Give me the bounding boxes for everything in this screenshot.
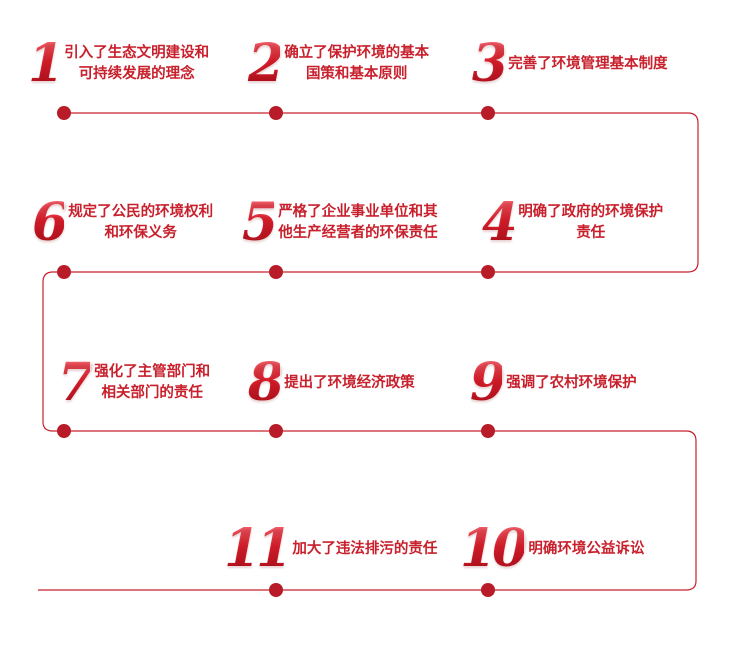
step-1: 1 引入了生态文明建设和 可持续发展的理念	[28, 38, 209, 90]
step-4: 4 明确了政府的环境保护 责任	[482, 197, 663, 249]
step-label-line: 和环保义务	[104, 225, 177, 241]
step-number: 11	[224, 518, 292, 579]
step-label: 明确环境公益诉讼	[528, 539, 644, 560]
step-label: 强调了农村环境保护	[506, 373, 637, 394]
timeline-dot	[57, 106, 71, 120]
timeline-dot	[481, 265, 495, 279]
step-11: 11 加大了违法排污的责任	[224, 523, 437, 575]
step-number: 10	[460, 518, 528, 579]
timeline-dot	[57, 265, 71, 279]
step-3: 3 完善了环境管理基本制度	[472, 38, 668, 90]
timeline-dot	[269, 265, 283, 279]
step-label-line: 明确环境公益诉讼	[528, 540, 645, 557]
timeline-dot	[269, 583, 283, 597]
timeline-path	[38, 112, 699, 591]
step-label-line: 提出了环境经济政策	[284, 374, 415, 391]
step-label: 提出了环境经济政策	[284, 373, 415, 394]
step-label: 确立了保护环境的基本 国策和基本原则	[284, 43, 429, 85]
step-label-line: 明确了政府的环境保护	[518, 204, 664, 220]
step-label-line: 他生产经营者的环保责任	[278, 225, 438, 241]
step-number: 7	[58, 352, 94, 413]
step-label: 完善了环境管理基本制度	[508, 54, 668, 75]
step-9: 9 强调了农村环境保护	[470, 357, 637, 409]
step-label-line: 严格了企业事业单位和其	[278, 204, 438, 220]
step-label-line: 国策和基本原则	[305, 66, 408, 82]
timeline-dot	[481, 583, 495, 597]
step-number: 3	[472, 33, 508, 94]
step-label-line: 可持续发展的理念	[78, 66, 195, 82]
step-label-line: 加大了违法排污的责任	[292, 540, 438, 557]
timeline-dot	[57, 424, 71, 438]
step-label-line: 规定了公民的环境权利	[68, 204, 214, 220]
step-number: 5	[242, 192, 278, 253]
step-number: 9	[470, 352, 506, 413]
timeline-dot	[269, 106, 283, 120]
step-number: 2	[248, 33, 284, 94]
step-8: 8 提出了环境经济政策	[248, 357, 415, 409]
step-2: 2 确立了保护环境的基本 国策和基本原则	[248, 38, 429, 90]
step-label: 强化了主管部门和 相关部门的责任	[94, 362, 210, 404]
step-6: 6 规定了公民的环境权利 和环保义务	[32, 197, 213, 249]
step-number: 1	[28, 33, 64, 94]
step-7: 7 强化了主管部门和 相关部门的责任	[58, 357, 210, 409]
step-label: 严格了企业事业单位和其 他生产经营者的环保责任	[278, 202, 438, 244]
step-number: 4	[482, 192, 518, 253]
step-label-line: 引入了生态文明建设和	[64, 45, 210, 61]
step-label-line: 强化了主管部门和	[94, 364, 211, 380]
step-label: 引入了生态文明建设和 可持续发展的理念	[64, 43, 209, 85]
step-label: 加大了违法排污的责任	[292, 539, 437, 560]
timeline-dot	[269, 424, 283, 438]
step-label: 规定了公民的环境权利 和环保义务	[68, 202, 213, 244]
step-5: 5 严格了企业事业单位和其 他生产经营者的环保责任	[242, 197, 438, 249]
step-label-line: 相关部门的责任	[101, 385, 203, 401]
step-label-line: 责任	[576, 225, 606, 241]
step-10: 10 明确环境公益诉讼	[460, 523, 644, 575]
step-number: 6	[32, 192, 68, 253]
step-label-line: 完善了环境管理基本制度	[508, 55, 668, 72]
timeline-dot	[481, 106, 495, 120]
step-label-line: 确立了保护环境的基本	[284, 45, 430, 61]
timeline-dot	[481, 424, 495, 438]
step-label: 明确了政府的环境保护 责任	[518, 202, 663, 244]
step-number: 8	[248, 352, 284, 413]
step-label-line: 强调了农村环境保护	[506, 374, 637, 391]
